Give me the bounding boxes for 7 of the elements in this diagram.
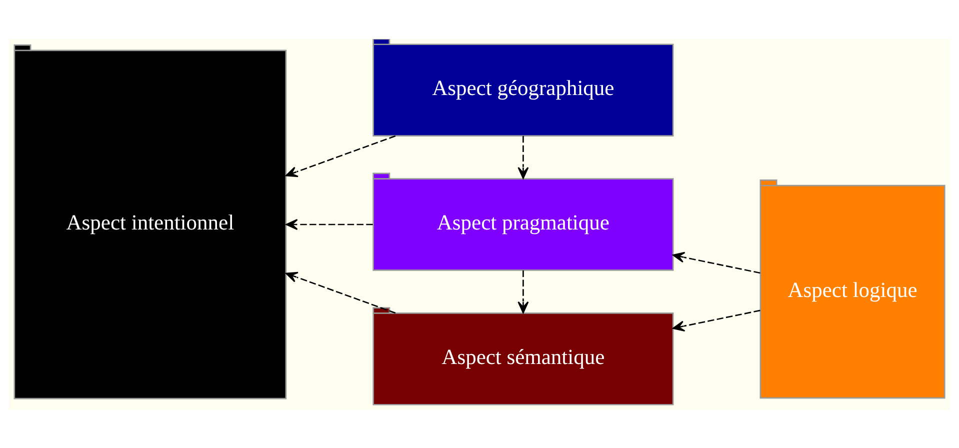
arrow	[672, 251, 760, 274]
arrow	[286, 218, 373, 230]
arrow	[518, 270, 529, 313]
arrow	[286, 134, 396, 177]
arrow	[672, 309, 760, 332]
arrow	[286, 271, 396, 314]
arrow	[518, 135, 529, 178]
